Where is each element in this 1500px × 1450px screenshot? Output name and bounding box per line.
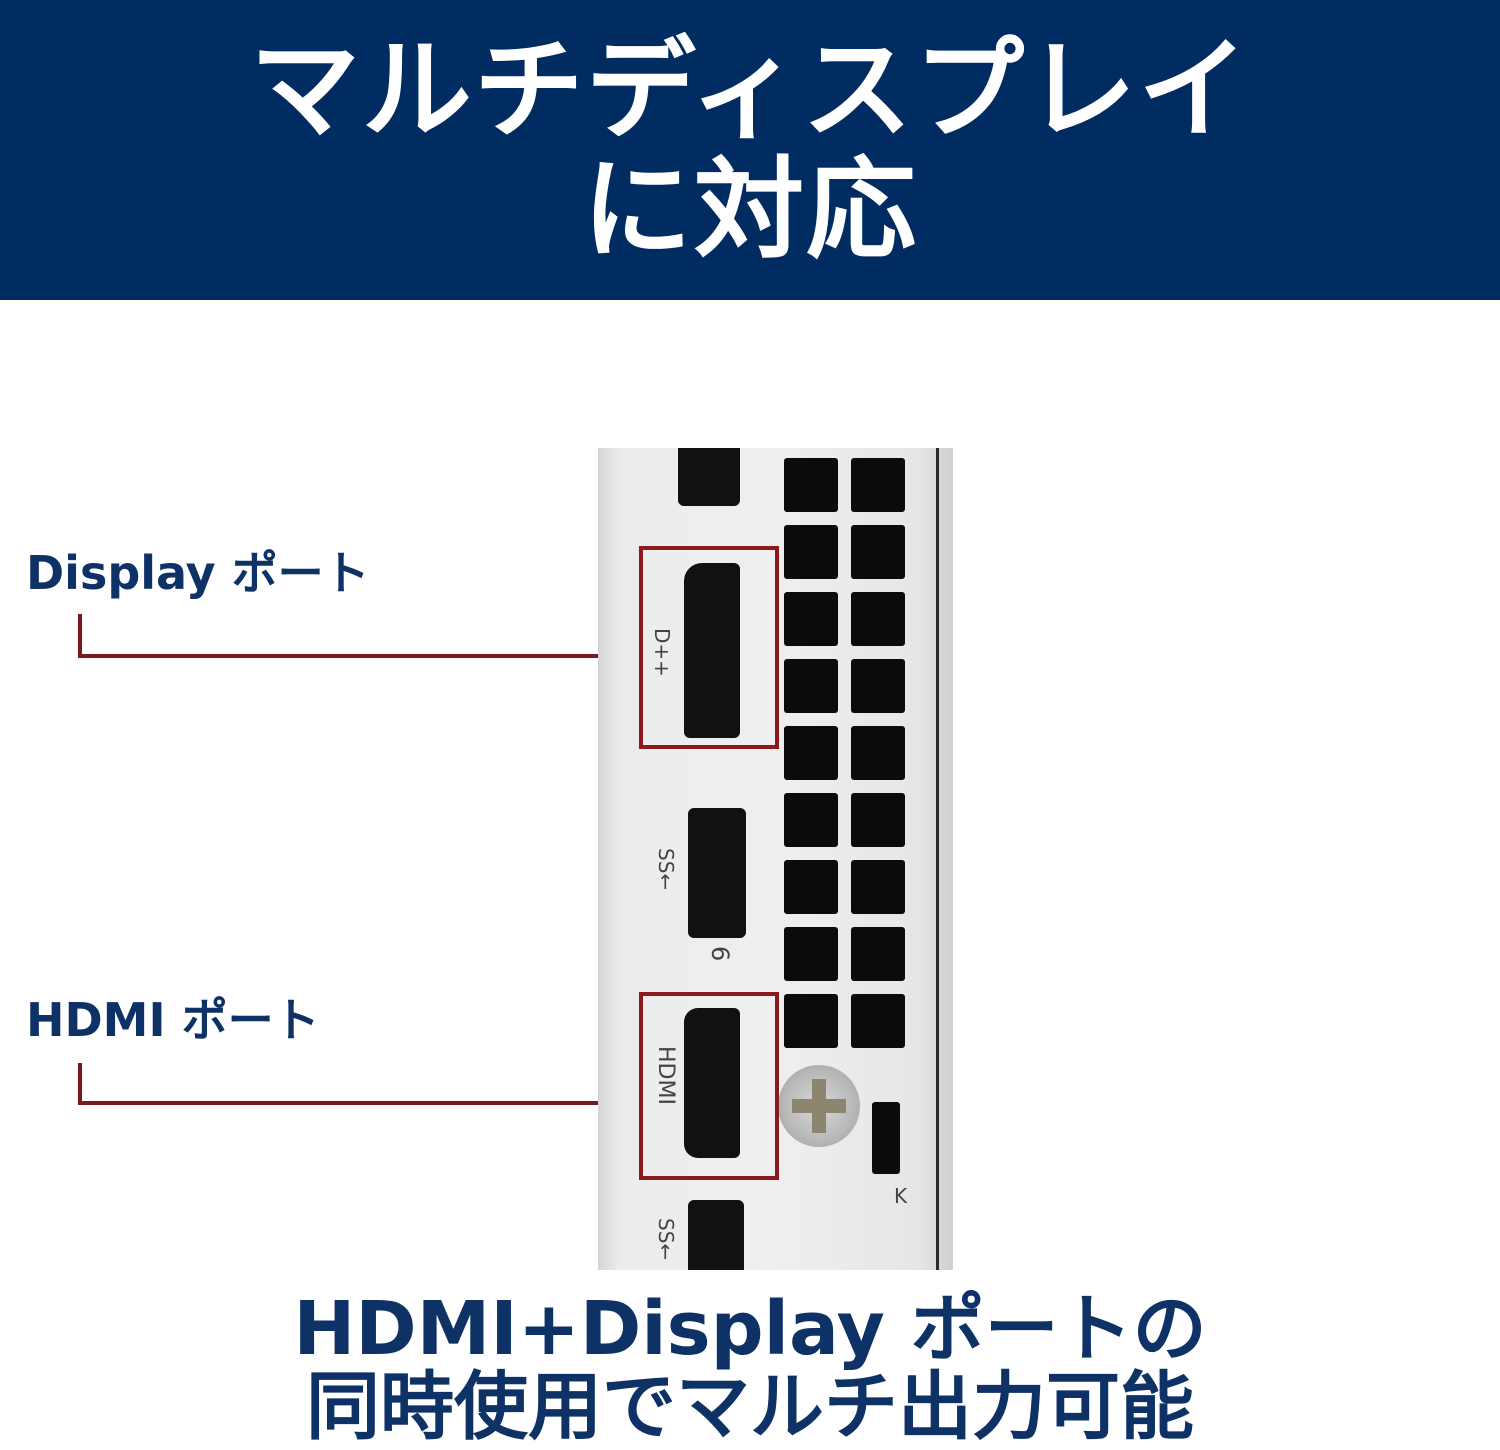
- usb-superspeed-icon: SS←: [654, 848, 678, 891]
- vent-hole: [851, 793, 905, 847]
- kensington-lock-icon: K: [894, 1184, 908, 1208]
- vent-hole: [851, 860, 905, 914]
- banner-title-line2: に対応: [582, 146, 918, 274]
- vent-hole: [851, 458, 905, 512]
- vent-hole: [784, 458, 838, 512]
- vent-hole: [784, 726, 838, 780]
- displayport-label: Display ポート: [26, 546, 370, 600]
- header-banner: マルチディスプレイ に対応: [0, 0, 1500, 300]
- vent-hole: [784, 793, 838, 847]
- displayport-highlight-box: [639, 546, 779, 749]
- top-port: [678, 448, 740, 506]
- vent-hole: [784, 927, 838, 981]
- usb-port-number: 6: [706, 946, 734, 962]
- vent-hole: [784, 860, 838, 914]
- usb-port-1: [688, 808, 746, 938]
- vent-hole: [784, 659, 838, 713]
- vent-hole: [784, 994, 838, 1048]
- bottom-caption: HDMI+Display ポートの 同時使用でマルチ出力可能: [0, 1290, 1500, 1446]
- caption-line1: HDMI+Display ポートの: [293, 1286, 1207, 1372]
- usb-port-2: [688, 1200, 744, 1270]
- hdmi-connector: [684, 1008, 740, 1158]
- thumb-screw: [778, 1065, 860, 1147]
- security-lock-slot: [872, 1102, 900, 1174]
- vent-hole: [851, 659, 905, 713]
- vent-hole: [851, 726, 905, 780]
- hdmi-highlight-box: [639, 992, 779, 1180]
- vent-hole: [851, 592, 905, 646]
- vent-hole: [851, 994, 905, 1048]
- caption-line2: 同時使用でマルチ出力可能: [306, 1364, 1194, 1450]
- vent-hole: [784, 592, 838, 646]
- vent-hole: [851, 927, 905, 981]
- panel-edge: [936, 448, 939, 1270]
- banner-title-line1: マルチディスプレイ: [249, 26, 1251, 154]
- displayport-connector: [684, 563, 740, 738]
- displayport-leader-line: [78, 614, 628, 658]
- vent-hole: [784, 525, 838, 579]
- vent-hole: [851, 525, 905, 579]
- hdmi-label: HDMI ポート: [26, 993, 320, 1047]
- hdmi-leader-line: [78, 1063, 642, 1105]
- usb-superspeed-icon: SS←: [654, 1218, 678, 1261]
